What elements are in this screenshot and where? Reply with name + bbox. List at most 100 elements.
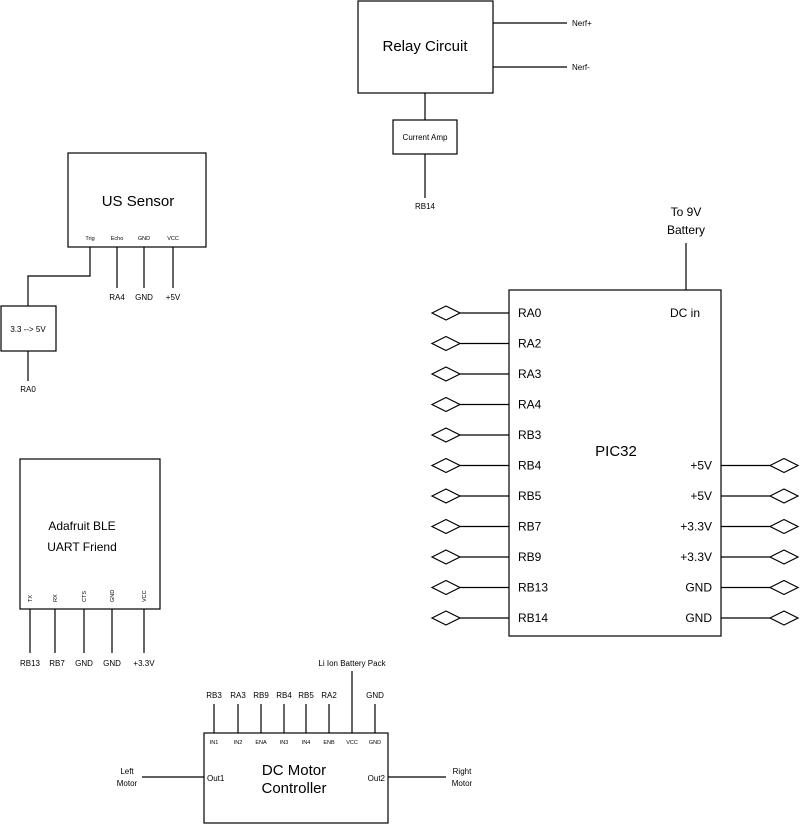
ble-title-line1: Adafruit BLE bbox=[48, 519, 115, 533]
pin-plus33v-3-label: +3.3V bbox=[680, 520, 712, 534]
us-sensor-pin-echo: Echo bbox=[111, 236, 124, 242]
nerf-minus-label: Nerf- bbox=[572, 63, 590, 72]
pin-ra2-label: RA2 bbox=[518, 337, 542, 351]
ble-pin-tx: TX bbox=[28, 595, 34, 602]
ble-rx-connection-label: RB7 bbox=[49, 659, 65, 668]
ble-gnd-connection-label: GND bbox=[103, 659, 121, 668]
us-sensor-pin-trig: Trig bbox=[85, 236, 94, 242]
motor-in1-connection-label: RB3 bbox=[206, 691, 222, 700]
left-motor-label-line1: Left bbox=[120, 767, 134, 776]
us-vcc-connection-label: +5V bbox=[166, 293, 181, 302]
motor-controller-group: DC Motor Controller IN1 IN2 ENA IN3 IN4 … bbox=[117, 659, 473, 824]
motor-in2-connection-label: RA3 bbox=[230, 691, 246, 700]
pin-plus5v-2-label: +5V bbox=[690, 489, 712, 503]
motor-pin-enb: ENB bbox=[323, 740, 335, 746]
port-ra2-left-icon bbox=[430, 335, 462, 352]
port-ra3-left-icon bbox=[430, 366, 462, 382]
motor-in4-connection-label: RB5 bbox=[298, 691, 314, 700]
ble-vcc-connection-label: +3.3V bbox=[133, 659, 155, 668]
motor-controller-box bbox=[203, 732, 389, 824]
motor-out1-label: Out1 bbox=[207, 774, 225, 783]
pin-rb5-label: RB5 bbox=[518, 489, 542, 503]
port-rb7-left-icon bbox=[430, 518, 462, 535]
port-rb9-left-icon bbox=[430, 549, 462, 565]
pin-rb4-label: RB4 bbox=[518, 459, 542, 473]
motor-pin-gnd: GND bbox=[369, 740, 381, 746]
us-gnd-connection-label: GND bbox=[135, 293, 153, 302]
motor-enb-connection-label: RA2 bbox=[321, 691, 337, 700]
level-shifter-box bbox=[0, 305, 57, 352]
motor-title-line1: DC Motor bbox=[262, 762, 326, 779]
ble-pin-cts: CTS bbox=[82, 591, 88, 602]
trig-wire bbox=[27, 247, 91, 306]
pic32-right-pins: +5V +5V +3.3V +3.3V GND GND bbox=[680, 457, 800, 626]
pin-ra0-label: RA0 bbox=[518, 306, 542, 320]
motor-title-line2: Controller bbox=[261, 780, 326, 797]
echo-connection-label: RA4 bbox=[109, 293, 125, 302]
pin-gnd-5-label: GND bbox=[685, 581, 712, 595]
pic32-group: To 9V Battery PIC32 DC in RA0RA2RA3RA4RB… bbox=[430, 205, 800, 637]
ble-pin-gnd: GND bbox=[110, 590, 116, 602]
motor-pin-ena: ENA bbox=[255, 740, 267, 746]
motor-pin-in3: IN3 bbox=[280, 740, 289, 746]
us-sensor-pin-vcc: VCC bbox=[167, 236, 179, 242]
pic32-title: PIC32 bbox=[595, 443, 637, 460]
port-rb14-left-icon bbox=[430, 610, 462, 626]
power-label-line1: To 9V bbox=[671, 205, 702, 219]
port-plus33v-4-right-icon bbox=[768, 549, 800, 565]
motor-out2-label: Out2 bbox=[368, 774, 386, 783]
us-sensor-group: US Sensor Trig Echo GND VCC RA4 GND +5V … bbox=[0, 152, 207, 394]
pin-rb9-label: RB9 bbox=[518, 550, 542, 564]
port-plus33v-3-right-icon bbox=[768, 518, 800, 535]
power-label-line2: Battery bbox=[667, 223, 705, 237]
relay-circuit-box bbox=[357, 0, 494, 94]
motor-ena-connection-label: RB9 bbox=[253, 691, 269, 700]
motor-pin-in4: IN4 bbox=[302, 740, 311, 746]
dc-in-label: DC in bbox=[670, 306, 700, 320]
shifter-output-label: RA0 bbox=[20, 385, 36, 394]
right-motor-label-line2: Motor bbox=[452, 779, 473, 788]
ble-module-group: Adafruit BLE UART Friend TX RX CTS GND V… bbox=[19, 458, 161, 668]
pin-rb7-label: RB7 bbox=[518, 520, 542, 534]
pic32-box bbox=[508, 289, 722, 637]
pin-rb14-label: RB14 bbox=[518, 611, 548, 625]
amp-input-label: RB14 bbox=[415, 202, 436, 211]
port-rb3-left-icon bbox=[430, 427, 462, 443]
motor-pin-in1: IN1 bbox=[210, 740, 219, 746]
pin-ra4-label: RA4 bbox=[518, 398, 542, 412]
port-plus5v-1-right-icon bbox=[768, 457, 800, 474]
port-rb4-left-icon bbox=[430, 457, 462, 474]
nerf-plus-label: Nerf+ bbox=[572, 19, 592, 28]
port-rb5-left-icon bbox=[430, 488, 462, 504]
us-sensor-title: US Sensor bbox=[102, 193, 175, 210]
pin-gnd-6-label: GND bbox=[685, 611, 712, 625]
us-sensor-pin-gnd: GND bbox=[138, 236, 150, 242]
left-motor-label-line2: Motor bbox=[117, 779, 138, 788]
port-gnd-6-right-icon bbox=[768, 610, 800, 626]
motor-in3-connection-label: RB4 bbox=[276, 691, 292, 700]
ble-pin-vcc: VCC bbox=[142, 590, 148, 602]
pin-rb13-label: RB13 bbox=[518, 581, 548, 595]
right-motor-label-line1: Right bbox=[453, 767, 472, 776]
level-shifter-label: 3.3 --> 5V bbox=[10, 325, 46, 334]
pin-ra3-label: RA3 bbox=[518, 367, 542, 381]
ble-tx-connection-label: RB13 bbox=[20, 659, 41, 668]
ble-cts-connection-label: GND bbox=[75, 659, 93, 668]
port-gnd-5-right-icon bbox=[768, 579, 800, 596]
ble-title-line2: UART Friend bbox=[47, 540, 117, 554]
port-ra0-left-icon bbox=[430, 305, 462, 321]
current-amp-box bbox=[392, 119, 458, 155]
pin-plus5v-1-label: +5V bbox=[690, 459, 712, 473]
port-ra4-left-icon bbox=[430, 396, 462, 413]
motor-pin-in2: IN2 bbox=[234, 740, 243, 746]
pin-plus33v-4-label: +3.3V bbox=[680, 550, 712, 564]
ble-pin-rx: RX bbox=[53, 594, 59, 602]
port-plus5v-2-right-icon bbox=[768, 488, 800, 504]
us-sensor-box bbox=[67, 152, 207, 248]
pin-rb3-label: RB3 bbox=[518, 428, 542, 442]
relay-circuit-title: Relay Circuit bbox=[382, 38, 468, 55]
relay-circuit-group: Relay Circuit Nerf+ Nerf- Current Amp RB… bbox=[357, 0, 592, 211]
port-rb13-left-icon bbox=[430, 579, 462, 596]
